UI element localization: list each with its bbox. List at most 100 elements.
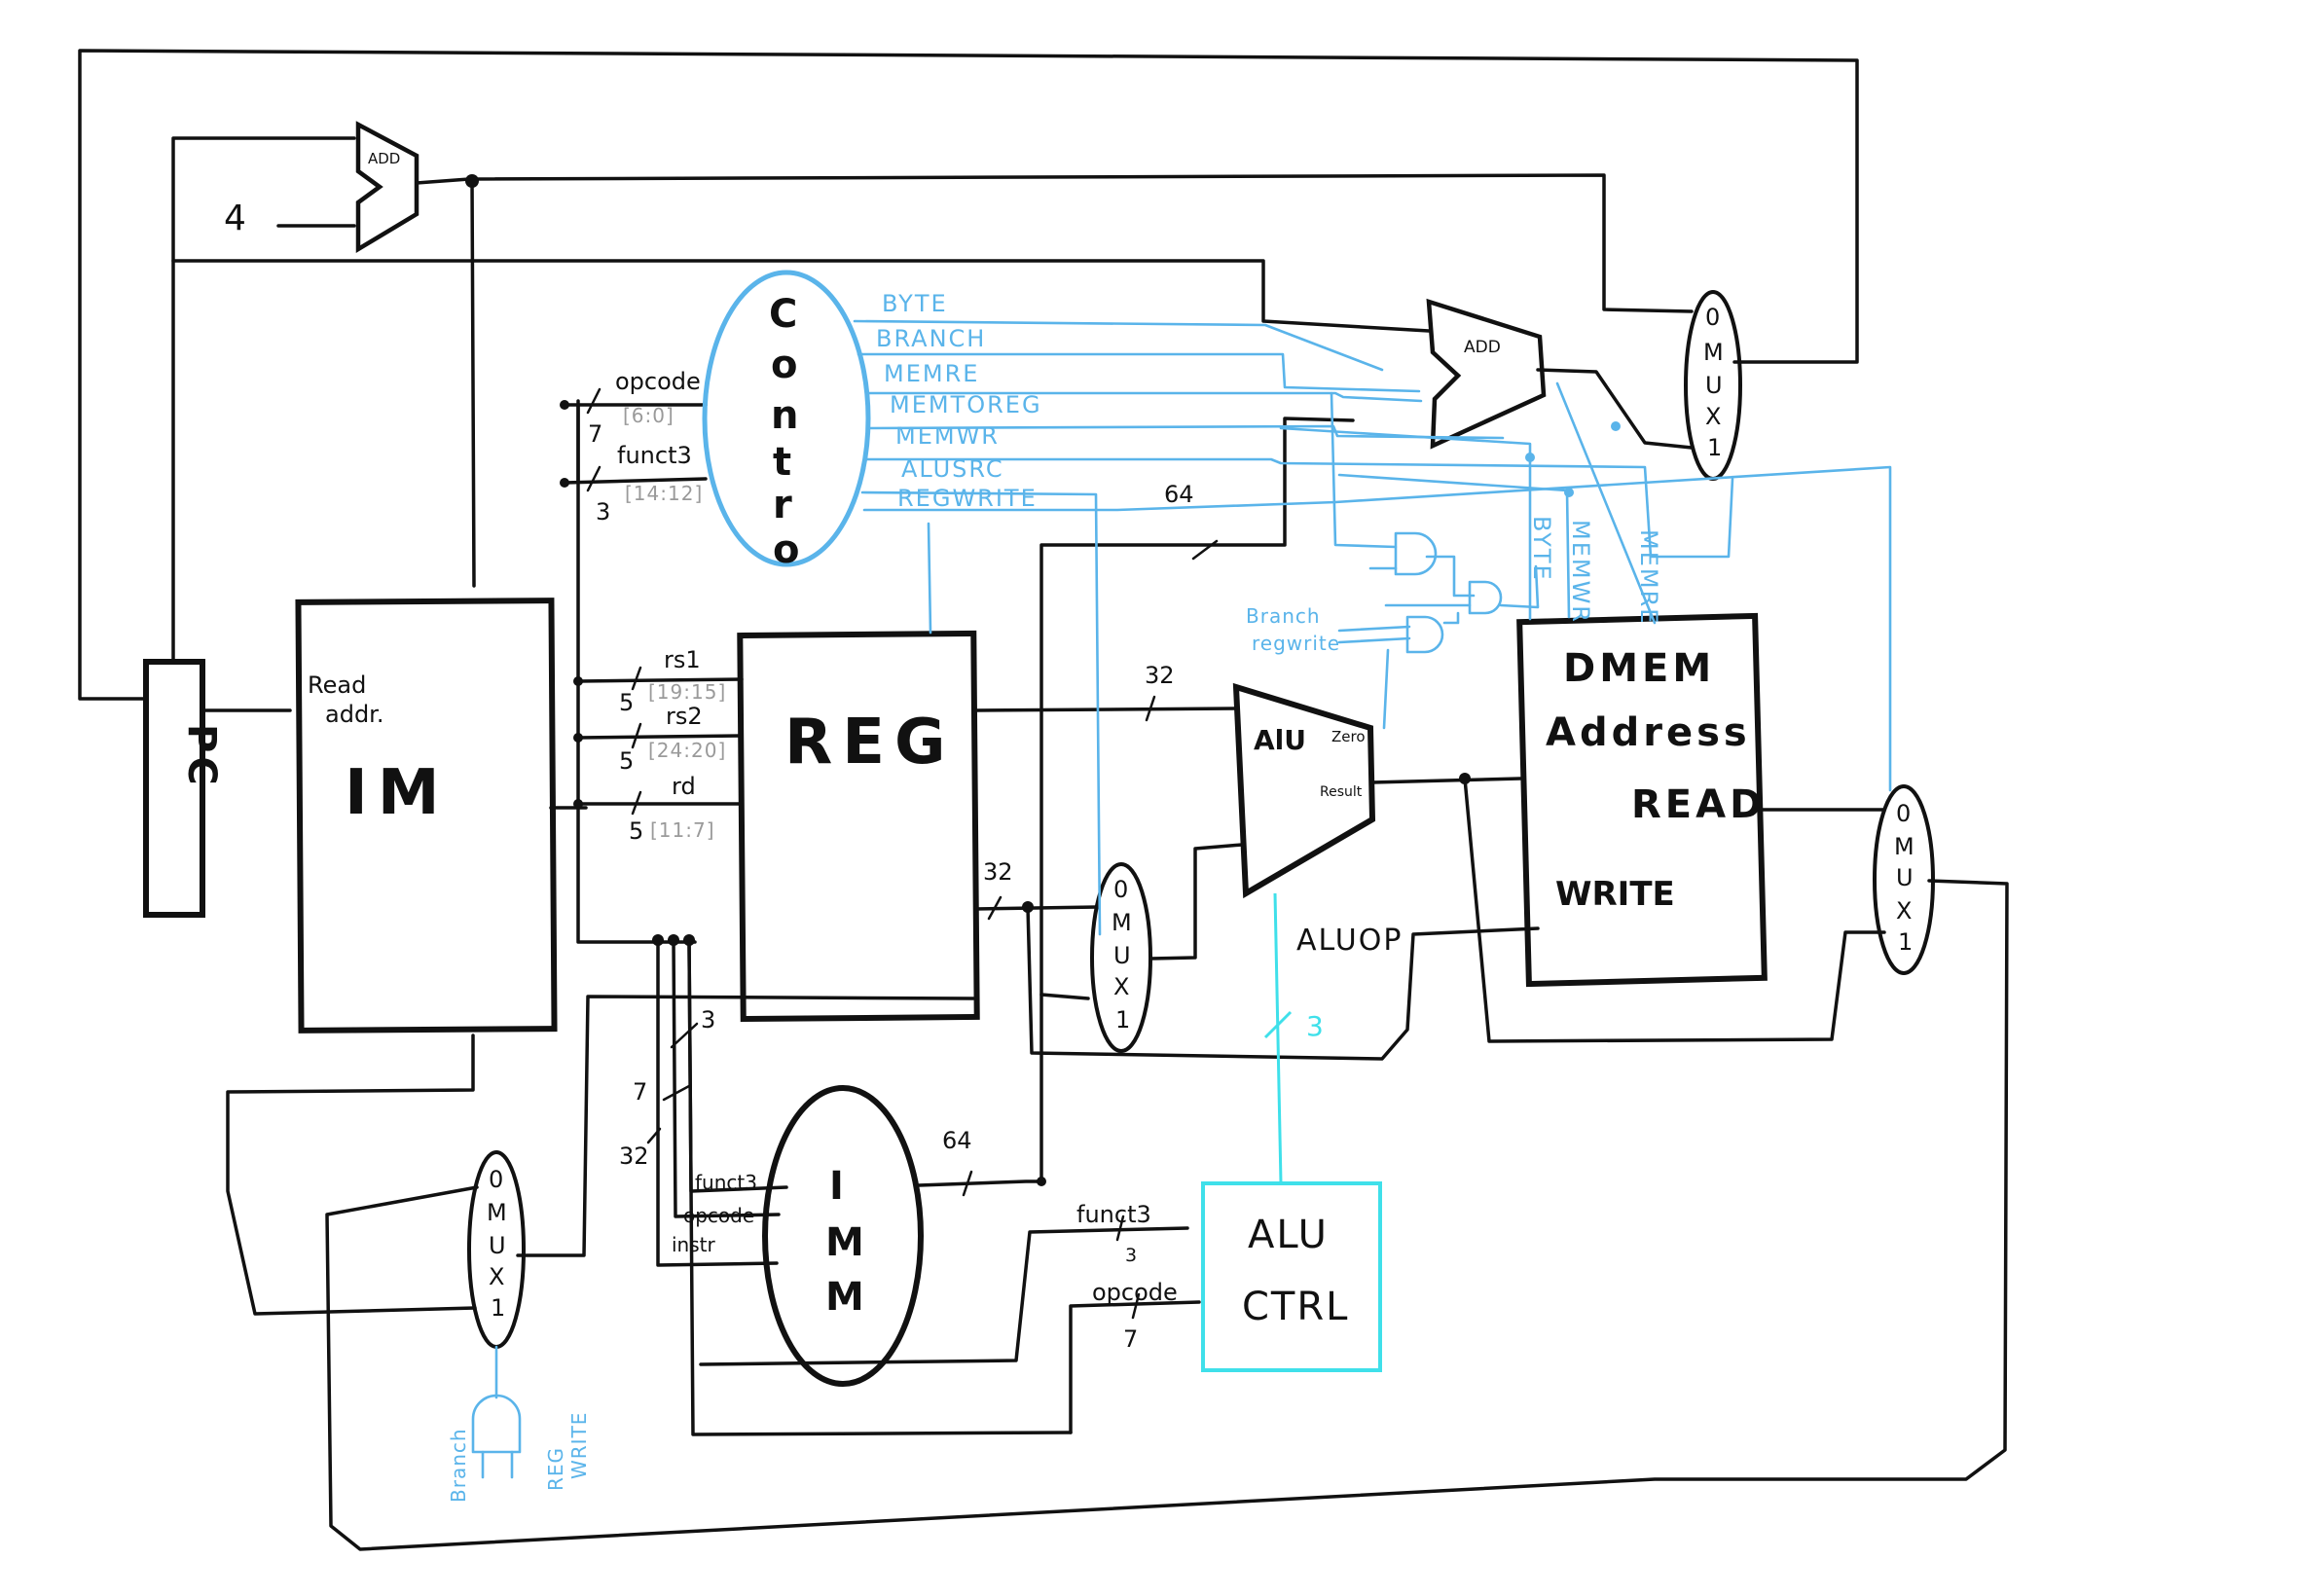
control-unit: [702, 270, 871, 567]
ctrl-out-byte: BYTE: [882, 290, 948, 317]
mux-letter: X: [1113, 973, 1129, 1000]
black-wires: [78, 49, 2009, 1551]
adder-branch: [1426, 298, 1547, 450]
control-letter: n: [771, 393, 802, 438]
mux-letter: U: [489, 1232, 506, 1259]
mux-letter: M: [1703, 339, 1724, 366]
rs2-bits: [24:20]: [648, 739, 726, 762]
width-32-reg: 32: [983, 858, 1013, 886]
alu-ctrl-label-1: ALU: [1248, 1213, 1329, 1257]
funct3-bits: [14:12]: [625, 482, 703, 505]
ctrl-funct3-label: funct3: [1076, 1201, 1151, 1228]
mux-mem-to-reg: [1873, 784, 1935, 975]
width-32-alu: 32: [1145, 662, 1175, 689]
imm-instr-label: instr: [672, 1233, 715, 1256]
rs2-label: rs2: [666, 703, 703, 730]
gate-right-regwrite: regwrite: [1252, 632, 1340, 655]
control-letter: o: [773, 527, 803, 572]
ctrl-out-memre: MEMRE: [884, 360, 979, 387]
mux-letter: X: [1705, 403, 1721, 430]
opcode-width: 7: [588, 420, 602, 448]
control-label: C o n t r o: [769, 292, 803, 572]
control-letter: C: [769, 292, 801, 337]
ctrl-out-memtoreg: MEMTOREG: [890, 391, 1042, 418]
immediate-generator: [762, 1085, 924, 1387]
rs1-label: rs1: [664, 646, 701, 673]
dmem-title: DMEM: [1563, 646, 1715, 691]
imm-letter: M: [825, 1275, 868, 1320]
mux-letter: U: [1896, 864, 1914, 891]
imm-bus-3: 3: [701, 1006, 715, 1034]
control-letter: r: [773, 483, 796, 527]
mux-letter: 0: [489, 1166, 503, 1193]
mux-letter: 1: [491, 1294, 505, 1322]
alu-title: AlU: [1254, 724, 1306, 756]
opcode-label: opcode: [615, 368, 701, 395]
mux-alu-labels: 0 M U X 1: [1112, 876, 1132, 1034]
mux-letter: 0: [1896, 800, 1911, 827]
dmem-in-memwr: MEMWR: [1567, 520, 1594, 624]
dmem-in-memre: MEMRE: [1635, 529, 1662, 625]
imm-bus-7: 7: [633, 1078, 647, 1106]
mux-letter: 1: [1707, 434, 1722, 461]
mux-letter: 0: [1705, 304, 1720, 331]
ctrl-funct3-width: 3: [1125, 1245, 1137, 1266]
alu-control: [1201, 1181, 1382, 1372]
rs2-width: 5: [619, 747, 634, 775]
rs1-bits: [19:15]: [648, 680, 726, 704]
mux-letter: X: [1896, 897, 1912, 925]
mux-letter: U: [1705, 372, 1723, 399]
width-64-imm: 64: [942, 1127, 972, 1154]
funct3-label: funct3: [617, 442, 692, 469]
width-64-top: 64: [1164, 481, 1194, 508]
dmem-address: Address: [1546, 710, 1751, 755]
rd-width: 5: [629, 817, 643, 845]
gate-left-reg: REG: [544, 1447, 567, 1491]
junction-dots: [465, 174, 1471, 1186]
gate-left-branch: Branch: [447, 1428, 470, 1503]
aluop-width: 3: [1306, 1010, 1324, 1042]
mux-letter: M: [487, 1199, 507, 1226]
instruction-memory: [295, 598, 558, 1034]
rs1-width: 5: [619, 689, 634, 716]
funct3-width: 3: [596, 498, 610, 526]
mux-letter: M: [1112, 909, 1132, 936]
ctrl-out-regwrite: REGWRITE: [897, 485, 1038, 512]
mux-letter: X: [489, 1263, 504, 1290]
alu: [1232, 682, 1376, 899]
dmem-in-byte: BYTE: [1528, 516, 1555, 582]
const-four: 4: [224, 199, 246, 238]
adder-pc-plus-4: [355, 121, 419, 253]
adder-top-label: ADD: [368, 150, 400, 167]
alu-ctrl-label-2: CTRL: [1242, 1285, 1349, 1329]
mux-mem-labels: 0 M U X 1: [1894, 800, 1914, 956]
imm-funct3-label: funct3: [695, 1171, 757, 1194]
ctrl-opcode-label: opcode: [1092, 1279, 1178, 1306]
imm-letter: M: [825, 1220, 868, 1265]
ctrl-out-branch: BRANCH: [876, 325, 986, 352]
adder-branch-label: ADD: [1464, 338, 1501, 357]
pc-register: [143, 659, 205, 918]
mux-letter: 1: [1115, 1006, 1130, 1034]
pc-label-p: PC: [179, 724, 224, 789]
mux-pc-labels: 0 M U X 1: [1703, 304, 1724, 461]
imm-bus-32: 32: [619, 1143, 649, 1170]
rd-label: rd: [672, 773, 696, 800]
rd-bits: [11:7]: [650, 818, 715, 842]
mux-letter: M: [1894, 833, 1914, 860]
register-file: [737, 630, 980, 1023]
imm-opcode-label: opcode: [683, 1204, 754, 1227]
ctrl-opcode-width: 7: [1123, 1325, 1138, 1353]
alu-zero-label: Zero: [1331, 728, 1366, 745]
im-read-label: Read: [308, 671, 366, 699]
gate-right-branch: Branch: [1246, 604, 1321, 628]
mux-wb-labels: 0 M U X 1: [487, 1166, 507, 1322]
aluop-label: ALUOP: [1296, 924, 1403, 958]
control-wires: [471, 319, 1892, 1479]
control-letter: o: [771, 343, 801, 387]
dmem-read: READ: [1631, 782, 1766, 827]
mux-letter: 1: [1898, 928, 1913, 956]
reg-title: REG: [784, 707, 956, 779]
mux-letter: 0: [1113, 876, 1128, 903]
